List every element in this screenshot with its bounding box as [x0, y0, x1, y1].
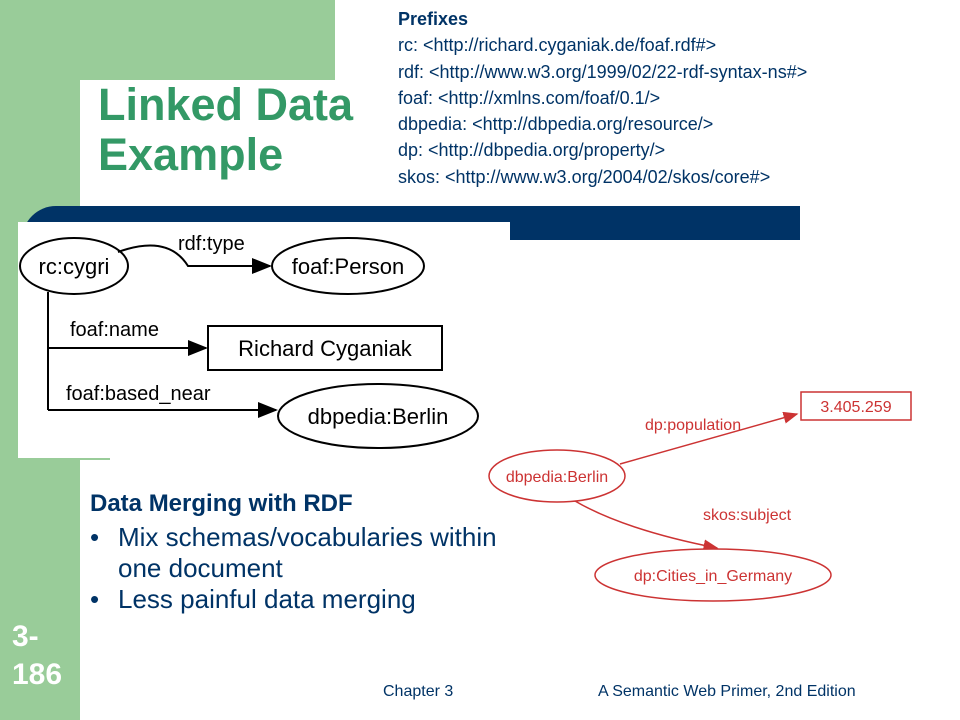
- node-berlin: [488, 449, 626, 503]
- body-text: Data Merging with RDF • Mix schemas/vocab…: [90, 490, 508, 615]
- footer-book-title: A Semantic Web Primer, 2nd Edition: [598, 683, 856, 700]
- node-dbpedia-berlin-label: dbpedia:Berlin: [308, 404, 449, 429]
- prefix-foaf: foaf: <http://xmlns.com/foaf/0.1/>: [398, 87, 661, 108]
- node-richard-cyganiak: [207, 325, 443, 371]
- node-population-value: [800, 391, 912, 421]
- prefix-skos: skos: <http://www.w3.org/2004/02/skos/co…: [398, 166, 771, 187]
- bullet-icon: •: [90, 584, 100, 614]
- node-cities-in-germany-label: dp:Cities_in_Germany: [634, 568, 792, 585]
- edge-skos-subject: [574, 500, 719, 552]
- bullet-item: • Less painful data merging: [90, 584, 508, 615]
- node-foaf-person: [271, 237, 425, 295]
- prefix-rdf: rdf: <http://www.w3.org/1999/02/22-rdf-s…: [398, 61, 808, 82]
- bullet-text-1: Mix schemas/vocabularies within one docu…: [118, 522, 497, 583]
- bullet-item: • Mix schemas/vocabularies within one doc…: [90, 522, 508, 584]
- rdf-graph-berlin-svg: dbpedia:Berlin dp:population 3.405.259 s…: [488, 391, 912, 602]
- prefix-dbpedia: dbpedia: <http://dbpedia.org/resource/>: [398, 114, 714, 135]
- footer-chapter: Chapter 3: [383, 683, 454, 700]
- node-foaf-person-label: foaf:Person: [292, 254, 405, 279]
- edge-rdf-type-label: rdf:type: [178, 233, 245, 255]
- rdf-graph-cygri: rc:cygri rdf:type foaf:Person foaf:name …: [18, 222, 510, 458]
- body-heading: Data Merging with RDF: [90, 490, 353, 517]
- prefix-rc: rc: <http://richard.cyganiak.de/foaf.rdf…: [398, 35, 717, 56]
- node-population-value-label: 3.405.259: [820, 399, 891, 416]
- node-dbpedia-berlin: [277, 383, 479, 449]
- slide-title: Linked Data Example: [98, 80, 353, 180]
- node-richard-cyganiak-label: Richard Cyganiak: [238, 336, 413, 361]
- prefixes-block: Prefixes rc: <http://richard.cyganiak.de…: [398, 6, 807, 190]
- node-berlin-label: dbpedia:Berlin: [506, 469, 608, 486]
- edge-dp-population-label: dp:population: [645, 417, 741, 434]
- prefix-dp: dp: <http://dbpedia.org/property/>: [398, 140, 666, 161]
- edge-foaf-name-label: foaf:name: [70, 319, 159, 341]
- rdf-graph-berlin: dbpedia:Berlin dp:population 3.405.259 s…: [485, 380, 925, 610]
- edge-dp-population: [619, 411, 799, 465]
- node-cities-in-germany: [594, 548, 832, 602]
- bullet-list: • Mix schemas/vocabularies within one doc…: [90, 522, 508, 615]
- bullet-text-2: Less painful data merging: [118, 584, 416, 614]
- title-line-1: Linked Data: [98, 79, 354, 130]
- node-cygri: [19, 237, 129, 295]
- node-cygri-label: rc:cygri: [39, 254, 110, 279]
- top-green-block: [80, 0, 335, 80]
- rdf-graph-cygri-svg: rc:cygri rdf:type foaf:Person foaf:name …: [19, 233, 479, 449]
- edge-foaf-based-near-label: foaf:based_near: [66, 383, 211, 405]
- bullet-icon: •: [90, 522, 100, 552]
- title-line-2: Example: [98, 129, 284, 180]
- edge-skos-subject-label: skos:subject: [703, 507, 792, 524]
- slide-number: 3- 186: [12, 620, 63, 691]
- edge-rdf-type: [117, 244, 272, 274]
- prefixes-header: Prefixes: [398, 9, 469, 29]
